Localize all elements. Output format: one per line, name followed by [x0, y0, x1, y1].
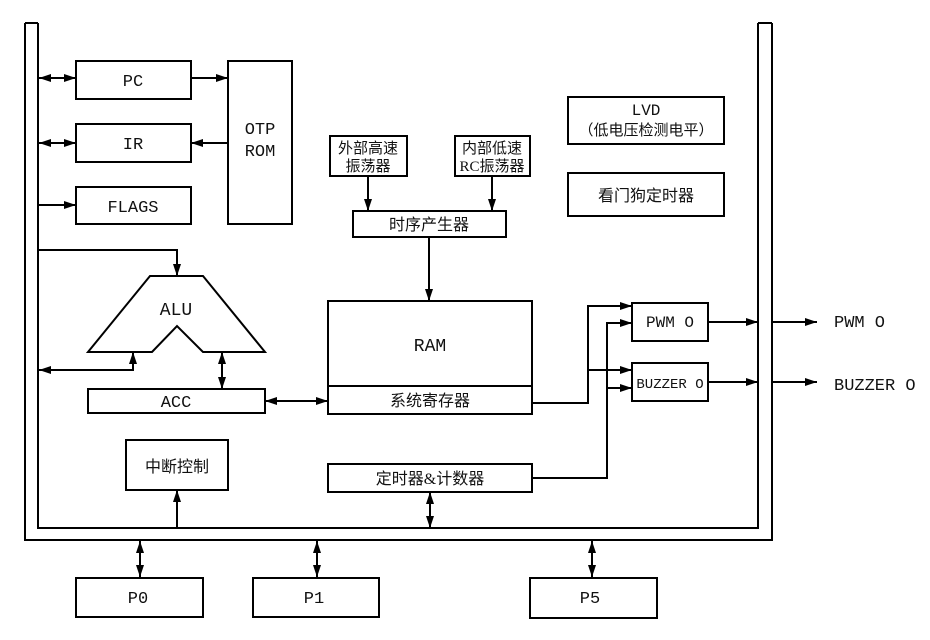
pwm-output-label: PWM O	[834, 314, 885, 333]
wire-sysreg-pwm	[532, 302, 632, 404]
otp-rom-label-line2: ROM	[245, 143, 276, 162]
otp-rom-box	[227, 60, 293, 225]
int-osc-box	[454, 135, 531, 177]
ir-label: IR	[123, 136, 143, 155]
watchdog-box	[567, 172, 725, 217]
blocks: PC IR FLAGS OTP ROM 外部高速 振荡器 内部低速 RC振荡器 …	[75, 60, 725, 619]
pc-label: PC	[123, 73, 143, 92]
ext-osc-label-line1: 外部高速	[338, 140, 398, 157]
wire-alu-bus	[39, 352, 137, 374]
interrupt-control-box	[125, 439, 229, 491]
p5-label: P5	[580, 590, 600, 609]
acc-box	[87, 388, 266, 414]
alu-shape	[85, 275, 268, 353]
int-osc-label-line2: RC振荡器	[459, 158, 524, 175]
bus-outer-wall	[24, 23, 773, 541]
ext-osc-label-line2: 振荡器	[345, 158, 390, 175]
p5-box	[529, 577, 658, 619]
wire-timer-pwm	[532, 319, 632, 479]
flags-box	[75, 186, 192, 225]
flags-label: FLAGS	[107, 199, 158, 218]
otp-rom-label-line1: OTP	[245, 121, 276, 140]
ir-box	[75, 123, 192, 163]
timing-generator-box	[352, 210, 507, 238]
p0-box	[75, 577, 204, 618]
p0-label: P0	[128, 590, 148, 609]
pwm-label: PWM O	[646, 314, 694, 332]
buzzer-output-label: BUZZER O	[834, 377, 916, 396]
acc-label: ACC	[161, 394, 192, 413]
buzzer-label: BUZZER O	[636, 377, 703, 393]
lvd-label-line1: LVD	[632, 102, 661, 120]
pc-box	[75, 60, 192, 100]
alu-label: ALU	[160, 301, 192, 321]
ext-osc-box	[329, 135, 408, 177]
timing-generator-label: 时序产生器	[389, 216, 469, 234]
ram-label: RAM	[414, 337, 446, 357]
wires	[38, 74, 817, 577]
watchdog-label: 看门狗定时器	[598, 187, 694, 205]
ram-box	[327, 300, 533, 415]
interrupt-control-label: 中断控制	[145, 458, 209, 476]
bus-inner-wall	[37, 23, 759, 529]
buzzer-box	[631, 362, 709, 402]
p1-box	[252, 577, 380, 618]
p1-label: P1	[304, 590, 324, 609]
wire-bus-alu	[38, 249, 181, 276]
lvd-box	[567, 96, 725, 145]
pwm-box	[631, 302, 709, 342]
timer-counter-label: 定时器&计数器	[376, 470, 484, 488]
lvd-label-line2: （低电压检测电平）	[578, 122, 713, 139]
sysreg-label: 系统寄存器	[390, 392, 470, 410]
timer-counter-box	[327, 463, 533, 493]
output-labels: PWM O BUZZER O	[834, 314, 916, 396]
bus-frame	[24, 22, 773, 541]
int-osc-label-line1: 内部低速	[462, 140, 522, 157]
